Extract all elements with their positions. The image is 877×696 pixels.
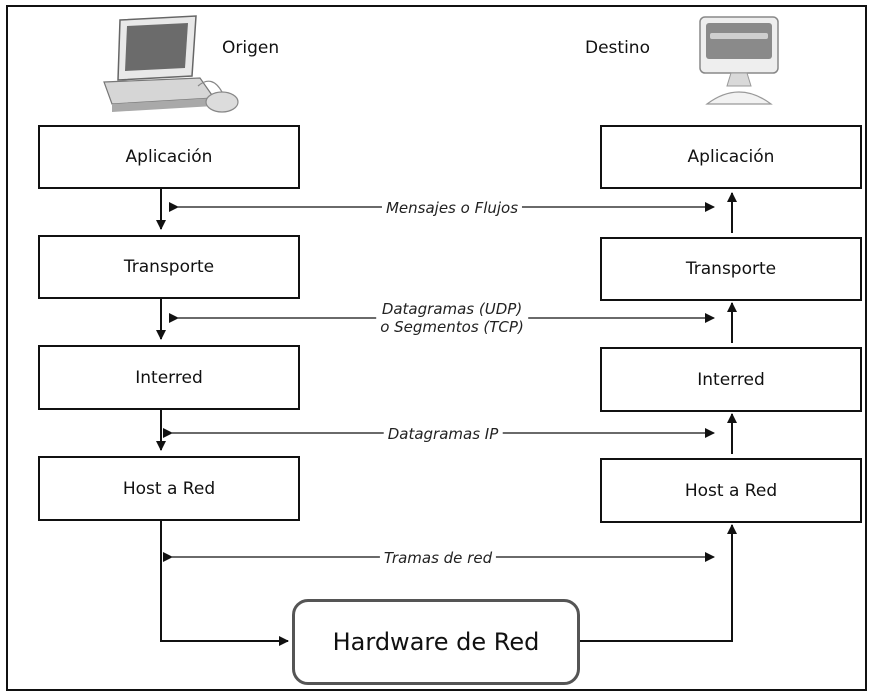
origin-layer-internet: Interred: [38, 345, 300, 410]
origin-layer-transport: Transporte: [38, 235, 300, 299]
desktop-computer-icon: [103, 15, 239, 113]
diagram-frame: [6, 5, 867, 691]
hardware-to-dest-path: [580, 524, 737, 642]
dest-layer-host-to-network: Host a Red: [600, 458, 862, 523]
label-transport-units: Datagramas (UDP) o Segmentos (TCP): [372, 300, 532, 336]
origin-title: Origen: [222, 38, 280, 58]
origin-layer-host-to-network: Host a Red: [38, 456, 300, 521]
hardware-box: Hardware de Red: [292, 599, 580, 685]
origin-to-hardware-path: [160, 521, 289, 646]
dest-layer-application: Aplicación: [600, 125, 862, 189]
monitor-icon: [699, 16, 779, 105]
label-datagrams-udp: Datagramas (UDP): [376, 300, 528, 318]
origin-layer-application: Aplicación: [38, 125, 300, 189]
label-segments-tcp: o Segmentos (TCP): [376, 318, 528, 336]
dest-layer-internet: Interred: [600, 347, 862, 412]
label-network-frames: Tramas de red: [379, 549, 497, 567]
label-messages: Mensajes o Flujos: [381, 199, 523, 217]
dest-layer-transport: Transporte: [600, 237, 862, 301]
label-ip-datagrams: Datagramas IP: [383, 425, 503, 443]
destination-title: Destino: [585, 38, 650, 58]
